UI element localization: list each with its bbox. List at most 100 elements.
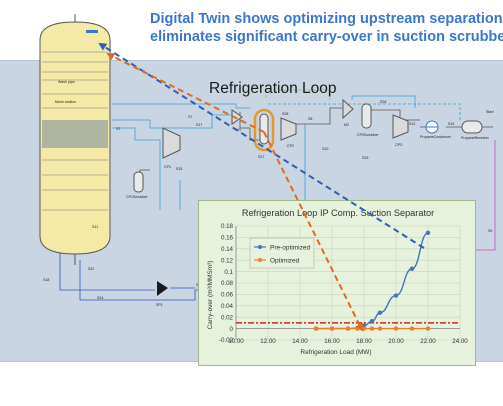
label-cp3: CP3 <box>395 143 402 147</box>
series-1-point <box>345 326 351 331</box>
label-s7a: S7 <box>116 127 120 131</box>
stream-s7 <box>112 114 232 129</box>
label-s27: S27 <box>258 155 264 159</box>
label-s10: S10 <box>322 147 328 151</box>
stream-cp3 <box>365 109 420 121</box>
series-1-point <box>377 326 383 331</box>
headline-line-1: Digital Twin shows optimizing upstream s… <box>150 11 503 27</box>
x-tick-label: 18.00 <box>356 338 372 345</box>
x-tick-label: 24.00 <box>452 338 468 345</box>
stream-s26 <box>351 95 416 108</box>
x-tick-label: 20.00 <box>388 338 404 345</box>
carryover-chart: Refrigeration Loop IP Comp. Suction Sepa… <box>207 208 468 356</box>
series-0-point <box>425 230 431 236</box>
chart-x-ticks: 10.00 12.00 14.00 16.00 18.00 20.00 22.00 24.00 <box>228 338 468 345</box>
series-0-point <box>393 293 399 298</box>
label-cp2: CP2 <box>287 144 294 148</box>
stream-s8 <box>290 107 342 125</box>
chart-legend: Pre-optimized Optimized <box>249 237 315 269</box>
x-tick-label: 16.00 <box>324 338 340 345</box>
legend-marker-opt <box>258 258 262 262</box>
y-tick-label: 0.1 <box>224 269 233 276</box>
stream-s17 <box>112 127 161 210</box>
y-tick-label: 0.02 <box>221 314 234 321</box>
y-axis-label: Carry-over (m³/MMSm³) <box>207 261 214 330</box>
column-label-wash: Wash pipe <box>58 80 75 84</box>
legend-box <box>249 237 315 269</box>
label-s17: S17 <box>196 123 202 127</box>
cp3-compressor <box>392 114 409 139</box>
label-cp1-scrubber: CP1Scrubber <box>126 195 148 199</box>
label-cp3-scrubber: CP3Scrubber <box>357 133 379 137</box>
y-tick-label: 0.12 <box>221 257 234 264</box>
legend-label-pre: Pre-optimized <box>270 245 310 252</box>
series-0-point <box>369 318 375 324</box>
series-1-point <box>393 326 399 331</box>
label-s24: S24 <box>97 296 103 300</box>
stream-recycle <box>268 103 461 120</box>
chart-y-ticks: -0.02 0 0.02 0.04 0.06 0.08 0.1 0.12 0.14 0.16 0.1… <box>219 223 234 344</box>
label-s26: S26 <box>380 100 386 104</box>
blue-dashed-arrow <box>98 42 425 249</box>
y-tick-label: 0 <box>230 326 234 333</box>
label-s8: S8 <box>308 117 312 121</box>
x-tick-label: 22.00 <box>420 338 436 345</box>
y-tick-label: 0.08 <box>221 280 234 287</box>
label-condenser: PropaneCondenser <box>420 135 452 139</box>
label-s14: S14 <box>448 122 454 126</box>
x-tick-label: 14.00 <box>292 338 308 345</box>
y-tick-label: 0.18 <box>221 223 234 230</box>
cp1-scrubber-vessel <box>133 171 144 193</box>
headline-line-2: eliminates significant carry-over in suc… <box>150 29 503 45</box>
label-s11: S11 <box>92 225 98 229</box>
cp2-compressor <box>280 117 297 141</box>
highlighted-suction-separator <box>253 108 275 152</box>
label-sp1: SP1 <box>156 303 163 307</box>
chart-title: Refrigeration Loop IP Comp. Suction Sepa… <box>242 208 434 218</box>
series-1-point <box>313 326 319 331</box>
y-tick-label: 0.06 <box>221 292 234 299</box>
orange-dashed-arrow-to-column <box>106 53 265 133</box>
propane-receiver <box>461 120 483 134</box>
cp1-compressor <box>162 127 181 159</box>
label-s28: S28 <box>282 112 288 116</box>
label-cp1: CP1 <box>164 165 171 169</box>
signal-green <box>265 89 331 100</box>
label-start: Start <box>486 110 494 114</box>
label-s15: S15 <box>176 167 182 171</box>
flowsheet-title: Refrigeration Loop <box>209 80 337 97</box>
label-s7b: S7 <box>188 115 192 119</box>
m2-mixer <box>342 98 354 120</box>
label-m1: M1 <box>236 128 241 132</box>
cp3-scrubber-vessel <box>361 103 372 129</box>
y-tick-label: -0.02 <box>219 337 234 344</box>
series-0-point <box>377 310 383 315</box>
label-m2: M2 <box>344 123 349 127</box>
stream-top <box>112 103 250 109</box>
y-tick-label: 0.16 <box>221 235 234 242</box>
label-s9: S9 <box>488 229 492 233</box>
x-tick-label: 12.00 <box>260 338 276 345</box>
stream-s9 <box>475 140 496 251</box>
column-label-mesh: Mesh section <box>55 100 76 104</box>
label-s29: S29 <box>362 156 368 160</box>
distillation-column <box>39 14 111 265</box>
sp1-splitter <box>157 281 168 296</box>
y-tick-label: 0.14 <box>221 246 234 253</box>
orange-dashed-arrow-to-chart <box>263 131 363 332</box>
label-s12: S12 <box>409 122 415 126</box>
x-tick-label: 10.00 <box>228 338 244 345</box>
series-1-point <box>369 326 375 331</box>
series-1-point <box>409 326 415 331</box>
x-axis-label: Refrigeration Load (MW) <box>300 349 371 356</box>
y-tick-label: 0.04 <box>221 303 234 310</box>
label-receiver: PropaneReceiver <box>461 136 490 140</box>
series-1-point <box>329 326 335 331</box>
series-0-point <box>409 266 415 271</box>
label-s18: S18 <box>43 278 49 282</box>
legend-label-opt: Optimized <box>270 258 300 265</box>
label-s22: S22 <box>88 267 94 271</box>
legend-marker-pre <box>258 245 262 249</box>
series-1-point <box>425 326 431 331</box>
